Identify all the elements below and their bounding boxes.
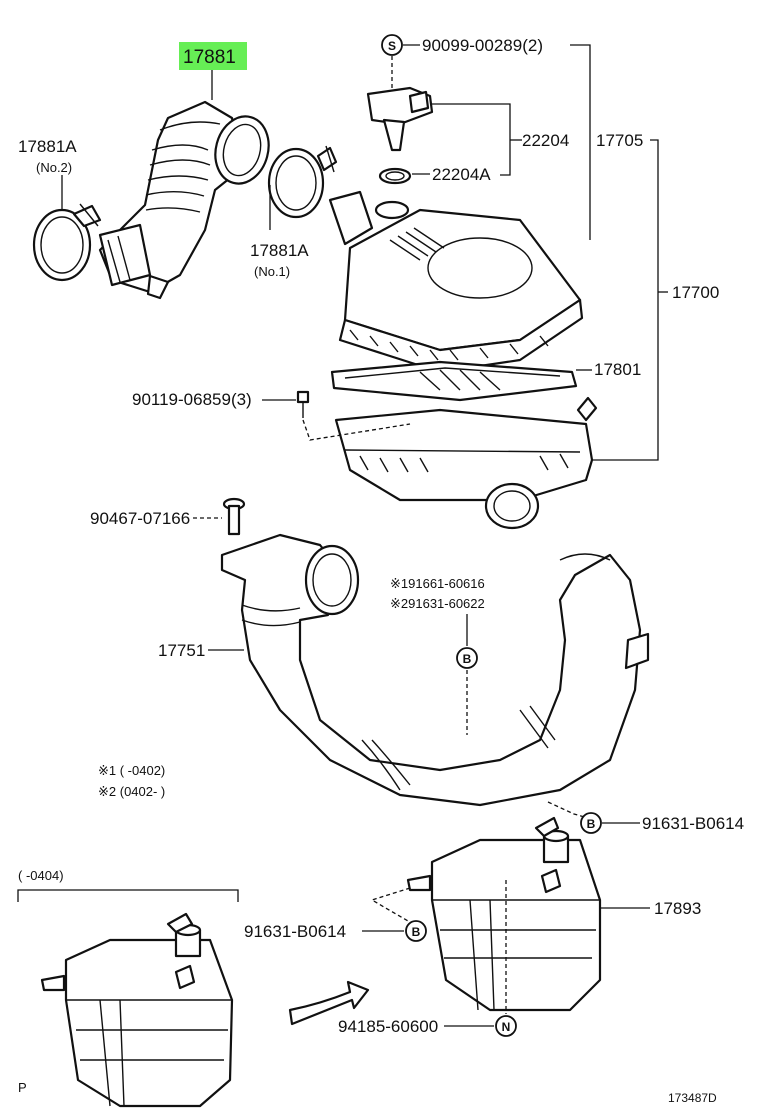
resonator-17893 [406,816,602,1012]
footer-right: 173487D [668,1091,717,1105]
label-17881A-no2-sub: (No.2) [36,160,72,175]
callout-b-mid [405,920,427,942]
note-1: ※1 ( -0402) [98,763,165,778]
label-17751[interactable]: 17751 [158,641,205,660]
svg-text:B: B [412,925,421,939]
svg-text:N: N [502,1020,511,1034]
air-flow-meter [366,86,434,152]
label-17700[interactable]: 17700 [672,283,719,302]
highlight-box [179,42,247,70]
label-94185[interactable]: 94185-60600 [338,1017,438,1036]
label-91631[interactable]: ※291631-60622 [390,596,485,611]
label-90119[interactable]: 90119-06859(3) [132,390,252,409]
label-17801[interactable]: 17801 [594,360,641,379]
callout-n [495,1015,517,1037]
note-2: ※2 (0402- ) [98,784,165,799]
screw-90467 [222,497,246,536]
air-filter-element [330,360,578,402]
bracket-note: ( -0404) [18,868,64,883]
label-22204[interactable]: 22204 [522,131,569,150]
callout-b-top [580,812,602,834]
bolt-90119 [296,390,310,418]
label-17893[interactable]: 17893 [654,899,701,918]
label-91631-B0614-top[interactable]: 91631-B0614 [642,814,744,833]
label-17881A-no1[interactable]: 17881A [250,241,309,260]
air-cleaner-hose-17751 [220,533,650,807]
air-cleaner-case [334,396,598,530]
label-22204A[interactable]: 22204A [432,165,491,184]
label-90467[interactable]: 90467-07166 [90,509,190,528]
o-ring [378,167,412,185]
callout-b-hose [456,647,478,669]
clamp-no2 [32,203,102,282]
label-17881A-no1-sub: (No.1) [254,264,290,279]
label-91661[interactable]: ※191661-60616 [390,576,485,591]
air-cleaner-cap [328,190,584,374]
arrow [288,980,370,1026]
resonator-old [40,912,234,1108]
svg-text:S: S [388,39,396,53]
svg-text:B: B [587,817,596,831]
label-17705[interactable]: 17705 [596,131,643,150]
label-90099[interactable]: 90099-00289(2) [422,36,543,55]
intake-hose [98,100,270,300]
svg-text:B: B [463,652,472,666]
label-17881[interactable]: 17881 [183,47,236,68]
footer-left: P [18,1080,27,1095]
callout-s [381,34,403,56]
label-91631-B0614-mid[interactable]: 91631-B0614 [244,922,346,941]
clamp-no1 [267,145,338,219]
label-17881A-no2[interactable]: 17881A [18,137,77,156]
